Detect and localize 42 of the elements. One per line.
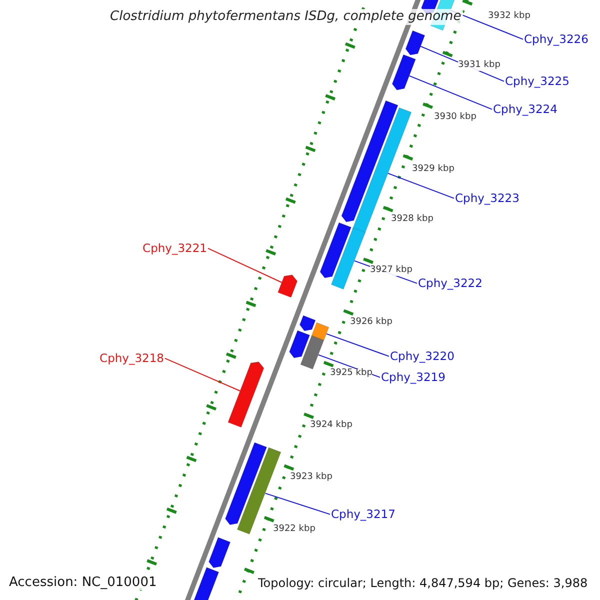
gene-label: Cphy_3218 (100, 352, 164, 365)
gene-feature (352, 107, 412, 235)
scale-label: 3926 kbp (350, 318, 392, 328)
gene-feature (208, 537, 231, 568)
gene-feature (299, 315, 316, 332)
scale-label: 3931 kbp (458, 61, 500, 71)
gene-feature (320, 222, 352, 278)
gene-feature (405, 30, 426, 56)
scale-label: 3923 kbp (290, 473, 332, 483)
leader-line (387, 172, 454, 199)
scale-label: 3927 kbp (370, 266, 412, 276)
gene-label: Cphy_3220 (390, 350, 454, 363)
gene-feature (224, 442, 268, 526)
scale-label: 3924 kbp (310, 421, 352, 431)
gene-label: Cphy_3224 (493, 103, 558, 116)
gene-label: Cphy_3223 (455, 192, 520, 205)
gene-feature (300, 335, 324, 370)
gene-feature (311, 322, 330, 341)
gene-label: Cphy_3217 (331, 508, 396, 521)
scale-label: 3925 kbp (330, 369, 372, 379)
title: Clostridium phytofermentans ISDg, complete genome (108, 9, 464, 26)
leader-line (264, 492, 330, 515)
gene-label: Cphy_3221 (142, 242, 207, 255)
scale-label: 3928 kbp (391, 215, 434, 225)
gene-feature (228, 362, 264, 428)
gene-label: Cphy_3225 (505, 75, 570, 88)
gene-label: Cphy_3226 (524, 33, 588, 46)
leader-line (408, 75, 492, 110)
accession-text: Accession: NC_010001 (9, 576, 157, 590)
scale-label: 3930 kbp (434, 113, 476, 123)
scale-label: 3932 kbp (488, 12, 530, 22)
gene-label: Cphy_3219 (381, 371, 446, 384)
scale-label: 3922 kbp (273, 525, 316, 535)
gene-label: Cphy_3222 (418, 277, 482, 290)
gene-feature (278, 274, 298, 298)
gene-feature (392, 54, 416, 90)
leader-line (164, 358, 241, 392)
leader-line (208, 248, 282, 283)
leader-line (326, 333, 390, 357)
genome-info-text: Topology: circular; Length: 4,847,594 bp; Genes: 3,988 (258, 577, 588, 590)
scale-label: 3929 kbp (412, 165, 454, 175)
gene-feature (330, 227, 366, 290)
